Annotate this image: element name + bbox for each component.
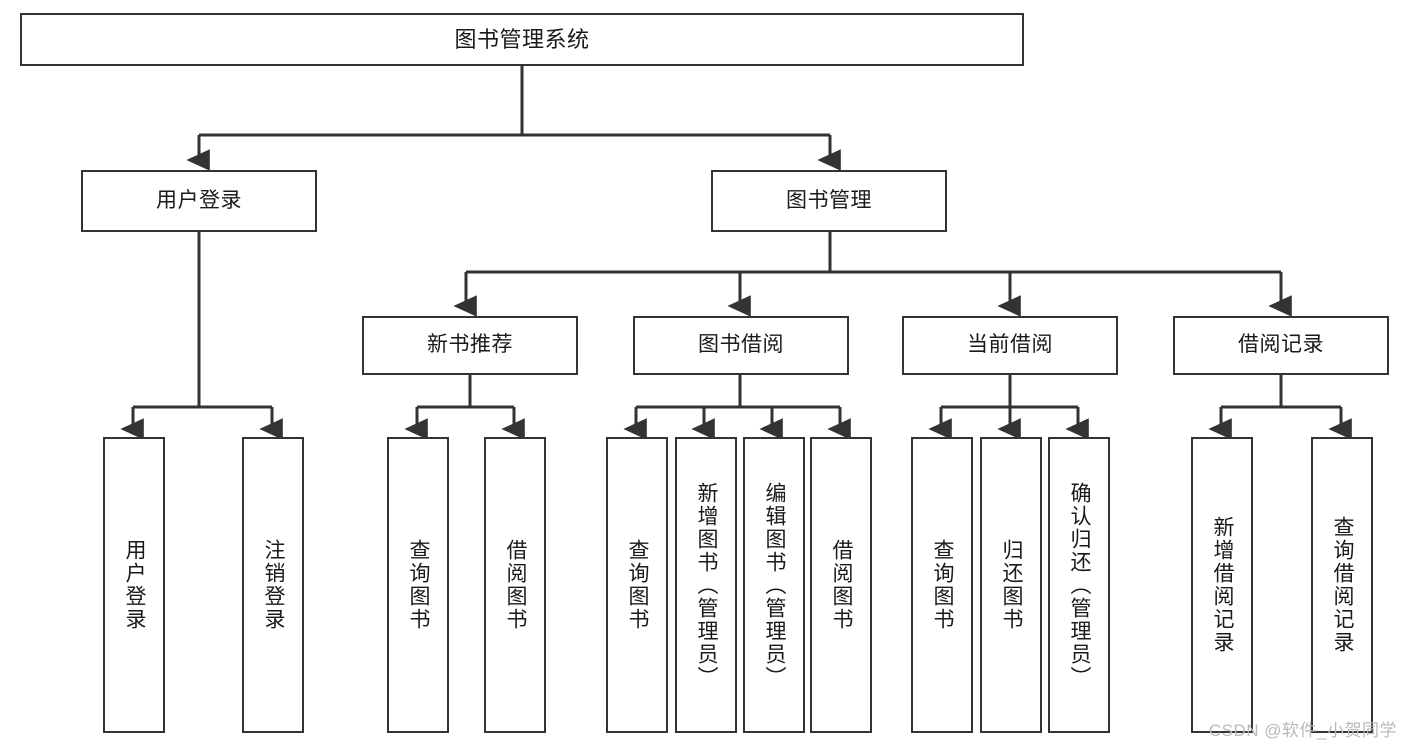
node-label: 用户登录 <box>123 539 147 631</box>
node-label: 查询图书 <box>931 539 955 631</box>
node-book-management[interactable]: 图书管理 <box>711 170 947 232</box>
leaf-recommend-borrow-book[interactable]: 借阅图书 <box>484 437 546 733</box>
node-label: 归还图书 <box>1000 539 1024 631</box>
node-label: 图书管理系统 <box>454 26 590 52</box>
leaf-borrow-add-book-admin[interactable]: 新增图书（管理员） <box>675 437 737 733</box>
csdn-watermark: CSDN @软件_小贺同学 <box>1208 721 1397 740</box>
node-label: 注销登录 <box>262 539 286 631</box>
leaf-current-confirm-return-admin[interactable]: 确认归还（管理员） <box>1048 437 1110 733</box>
node-label: 查询借阅记录 <box>1331 516 1355 654</box>
node-label: 借阅图书 <box>504 539 528 631</box>
node-label: 新增借阅记录 <box>1211 516 1235 654</box>
leaf-borrow-borrow-book[interactable]: 借阅图书 <box>810 437 872 733</box>
leaf-record-add-record[interactable]: 新增借阅记录 <box>1191 437 1253 733</box>
leaf-recommend-query-book[interactable]: 查询图书 <box>387 437 449 733</box>
node-label: 查询图书 <box>407 539 431 631</box>
node-current-borrow[interactable]: 当前借阅 <box>902 316 1118 375</box>
node-label: 用户登录 <box>156 188 242 212</box>
node-root-system[interactable]: 图书管理系统 <box>20 13 1024 66</box>
node-user-login[interactable]: 用户登录 <box>81 170 317 232</box>
leaf-current-query-book[interactable]: 查询图书 <box>911 437 973 733</box>
node-label: 当前借阅 <box>967 333 1053 357</box>
node-new-book-recommend[interactable]: 新书推荐 <box>362 316 578 375</box>
node-label: 编辑图书（管理员） <box>763 481 787 689</box>
node-label: 借阅记录 <box>1238 333 1324 357</box>
node-label: 确认归还（管理员） <box>1068 481 1092 689</box>
leaf-user-login-signout[interactable]: 注销登录 <box>242 437 304 733</box>
leaf-user-login-signin[interactable]: 用户登录 <box>103 437 165 733</box>
node-label: 新增图书（管理员） <box>695 481 719 689</box>
leaf-borrow-query-book[interactable]: 查询图书 <box>606 437 668 733</box>
node-label: 图书借阅 <box>698 333 784 357</box>
leaf-current-return-book[interactable]: 归还图书 <box>980 437 1042 733</box>
node-label: 图书管理 <box>786 188 872 212</box>
leaf-borrow-edit-book-admin[interactable]: 编辑图书（管理员） <box>743 437 805 733</box>
node-label: 查询图书 <box>626 539 650 631</box>
node-book-borrow[interactable]: 图书借阅 <box>633 316 849 375</box>
node-borrow-record[interactable]: 借阅记录 <box>1173 316 1389 375</box>
leaf-record-query-record[interactable]: 查询借阅记录 <box>1311 437 1373 733</box>
node-label: 新书推荐 <box>427 333 513 357</box>
node-label: 借阅图书 <box>830 539 854 631</box>
